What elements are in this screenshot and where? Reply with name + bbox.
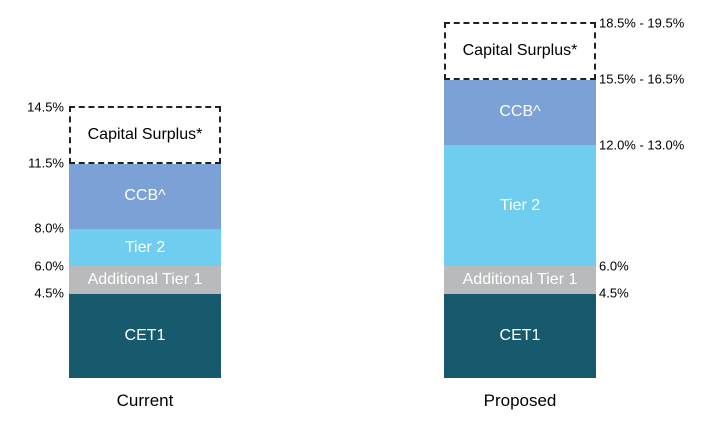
segment-label-ccb: CCB^ — [499, 103, 541, 120]
segment-label-additional-tier-1: Additional Tier 1 — [87, 271, 203, 288]
bar-proposed: CET1 Additional Tier 1 Tier 2 CCB^ Capit… — [444, 0, 596, 433]
segment-capital-surplus: Capital Surplus* — [69, 106, 221, 164]
bar-current: CET1 Additional Tier 1 Tier 2 CCB^ Capit… — [69, 0, 221, 433]
segment-label-tier-2: Tier 2 — [499, 196, 541, 214]
axis-label-15-5-16-5: 15.5% - 16.5% — [599, 71, 685, 87]
segment-label-capital-surplus: Capital Surplus* — [87, 126, 203, 143]
segment-label-capital-surplus: Capital Surplus* — [462, 42, 578, 59]
axis-label-14-5: 14.5% — [27, 99, 64, 115]
segment-additional-tier-1: Additional Tier 1 — [69, 266, 221, 294]
category-label-current: Current — [116, 391, 174, 410]
segment-ccb: CCB^ — [444, 79, 596, 145]
segment-label-ccb: CCB^ — [124, 187, 166, 204]
axis-label-6-0: 6.0% — [34, 258, 64, 274]
axis-label-18-5-19-5: 18.5% - 19.5% — [599, 15, 685, 31]
segment-cet1: CET1 — [69, 294, 221, 378]
axis-label-4-5: 4.5% — [34, 285, 64, 301]
segment-label-cet1: CET1 — [124, 327, 166, 344]
segment-label-cet1: CET1 — [499, 327, 541, 344]
axis-label-11-5: 11.5% — [28, 155, 64, 171]
segment-tier-2: Tier 2 — [444, 145, 596, 266]
segment-additional-tier-1: Additional Tier 1 — [444, 266, 596, 294]
category-label-proposed: Proposed — [483, 391, 557, 410]
segment-label-tier-2: Tier 2 — [124, 238, 166, 256]
segment-tier-2: Tier 2 — [69, 229, 221, 266]
axis-label-8-0: 8.0% — [34, 220, 64, 236]
segment-capital-surplus: Capital Surplus* — [444, 22, 596, 80]
axis-label-6-0: 6.0% — [599, 258, 629, 274]
segment-cet1: CET1 — [444, 294, 596, 378]
segment-ccb: CCB^ — [69, 163, 221, 229]
segment-label-additional-tier-1: Additional Tier 1 — [462, 271, 578, 288]
axis-label-4-5: 4.5% — [599, 285, 629, 301]
axis-label-12-0-13-0: 12.0% - 13.0% — [599, 137, 685, 153]
